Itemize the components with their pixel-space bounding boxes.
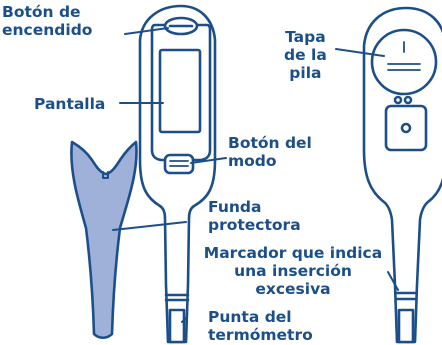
leader-thermometer-tip <box>181 317 187 323</box>
label-power-button-line-1: Botón de <box>2 3 81 21</box>
front-tip <box>168 308 186 344</box>
label-battery-cover-line-2: de la <box>284 46 327 64</box>
leader-protective-case <box>112 221 187 231</box>
label-mode-button-line-1: Botón del <box>228 134 312 152</box>
label-battery-cover-line-1: Tapa <box>285 28 326 46</box>
back-insertion-marker <box>394 291 418 301</box>
label-battery-cover: Tapa de la pila <box>284 28 327 82</box>
label-mode-button: Botón del modo <box>228 134 312 170</box>
display-screen <box>158 48 202 134</box>
label-mode-button-line-2: modo <box>228 152 277 170</box>
protective-case-shape <box>70 140 138 340</box>
back-button-panel <box>384 104 428 152</box>
label-power-button-line-2: encendido <box>2 21 93 39</box>
battery-cover-slot <box>387 63 421 71</box>
leader-mode-button <box>190 157 227 164</box>
protective-case <box>70 140 138 340</box>
label-thermometer-tip: Punta del termómetro <box>208 308 313 344</box>
back-dot-right <box>403 95 413 105</box>
front-inner-face <box>150 23 212 162</box>
battery-cover <box>370 28 438 96</box>
mode-button-lines <box>169 160 189 167</box>
back-tip <box>397 308 415 344</box>
label-display-text: Pantalla <box>34 95 106 113</box>
label-insertion-marker: Marcador que indica una inserción excesi… <box>198 244 388 298</box>
label-protective-case: Funda protectora <box>208 198 301 234</box>
front-thermometer <box>138 4 217 344</box>
front-insertion-marker <box>164 293 190 302</box>
label-power-button: Botón de encendido <box>2 3 92 39</box>
mode-button <box>163 153 195 175</box>
leader-battery-cover <box>335 48 385 57</box>
label-protective-case-line-2: protectora <box>208 216 301 234</box>
label-battery-cover-line-3: pila <box>289 64 322 82</box>
label-insertion-marker-line-3: excesiva <box>255 280 331 298</box>
label-display: Pantalla <box>34 95 105 113</box>
label-thermometer-tip-line-1: Punta del <box>208 308 292 326</box>
label-thermometer-tip-line-2: termómetro <box>208 326 313 344</box>
leader-power-button <box>124 27 169 35</box>
leader-lines <box>112 27 399 323</box>
back-dot-left <box>393 95 403 105</box>
back-button <box>400 122 412 134</box>
label-protective-case-line-1: Funda <box>208 198 262 216</box>
leader-insertion-marker <box>387 271 399 291</box>
back-thermometer <box>362 6 442 344</box>
label-insertion-marker-line-1: Marcador que indica <box>203 244 383 262</box>
label-insertion-marker-line-2: una inserción <box>234 262 352 280</box>
protective-case-notch <box>102 171 109 179</box>
